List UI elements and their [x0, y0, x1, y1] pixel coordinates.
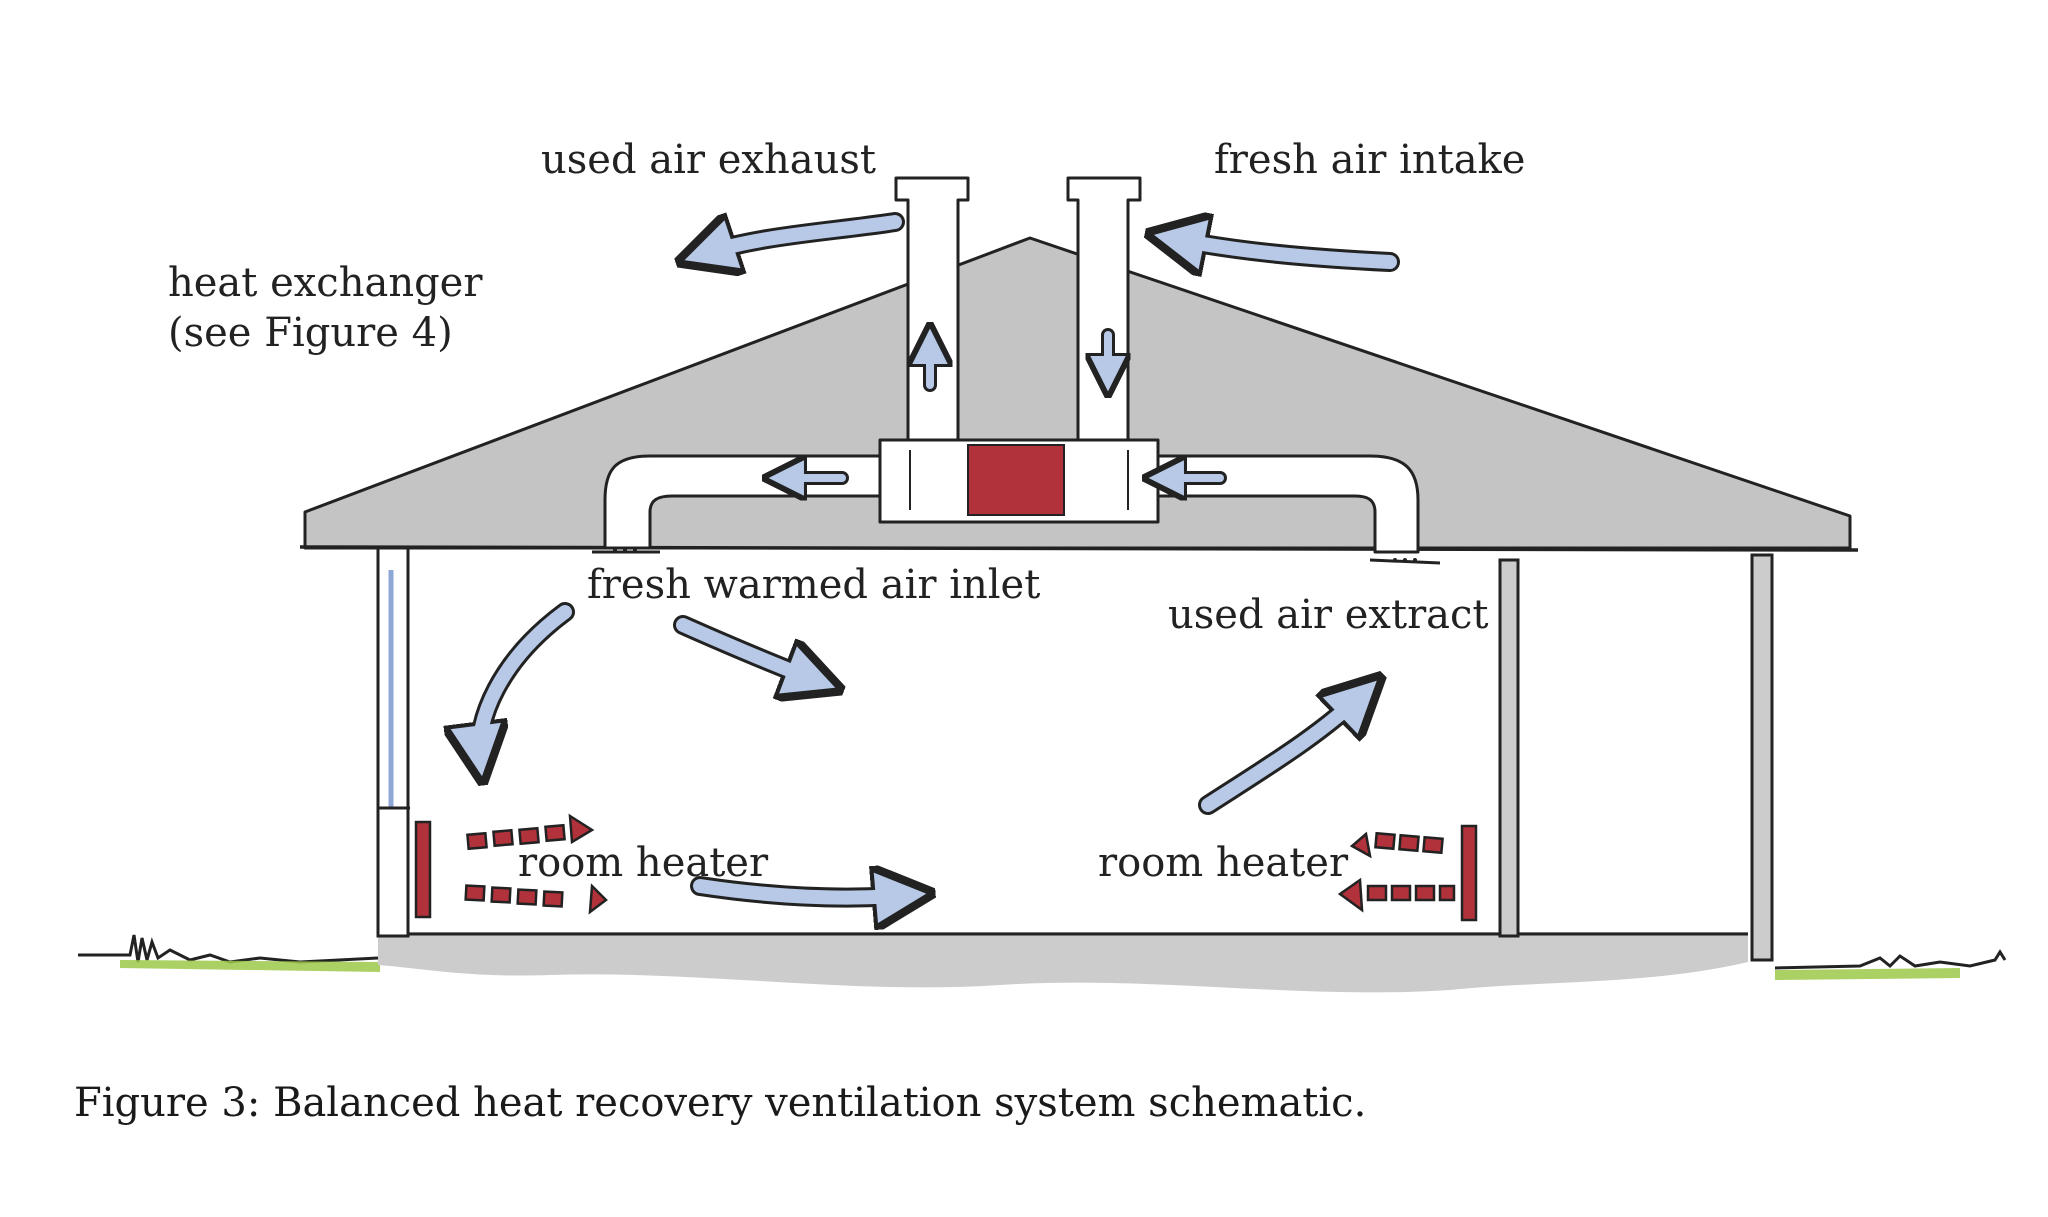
figure-caption: Figure 3: Balanced heat recovery ventila… — [74, 1080, 1367, 1126]
floor-slab — [378, 932, 1748, 993]
label-room-heater-right: room heater — [1098, 840, 1349, 886]
airflow-arrows — [479, 222, 1400, 898]
label-heat-exchanger: heat exchanger (see Figure 4) — [168, 260, 483, 356]
label-used-air-extract: used air extract — [1168, 592, 1489, 638]
ground — [78, 934, 2007, 980]
walls — [376, 546, 1774, 962]
label-fresh-warmed-air-inlet: fresh warmed air inlet — [587, 562, 1041, 608]
label-used-air-exhaust: used air exhaust — [541, 137, 876, 183]
label-room-heater-left: room heater — [518, 840, 769, 886]
heat-exchanger-core — [967, 444, 1065, 516]
room-heater-left — [414, 813, 608, 919]
room-heater-right — [1337, 824, 1478, 922]
label-fresh-air-intake: fresh air intake — [1214, 137, 1526, 183]
